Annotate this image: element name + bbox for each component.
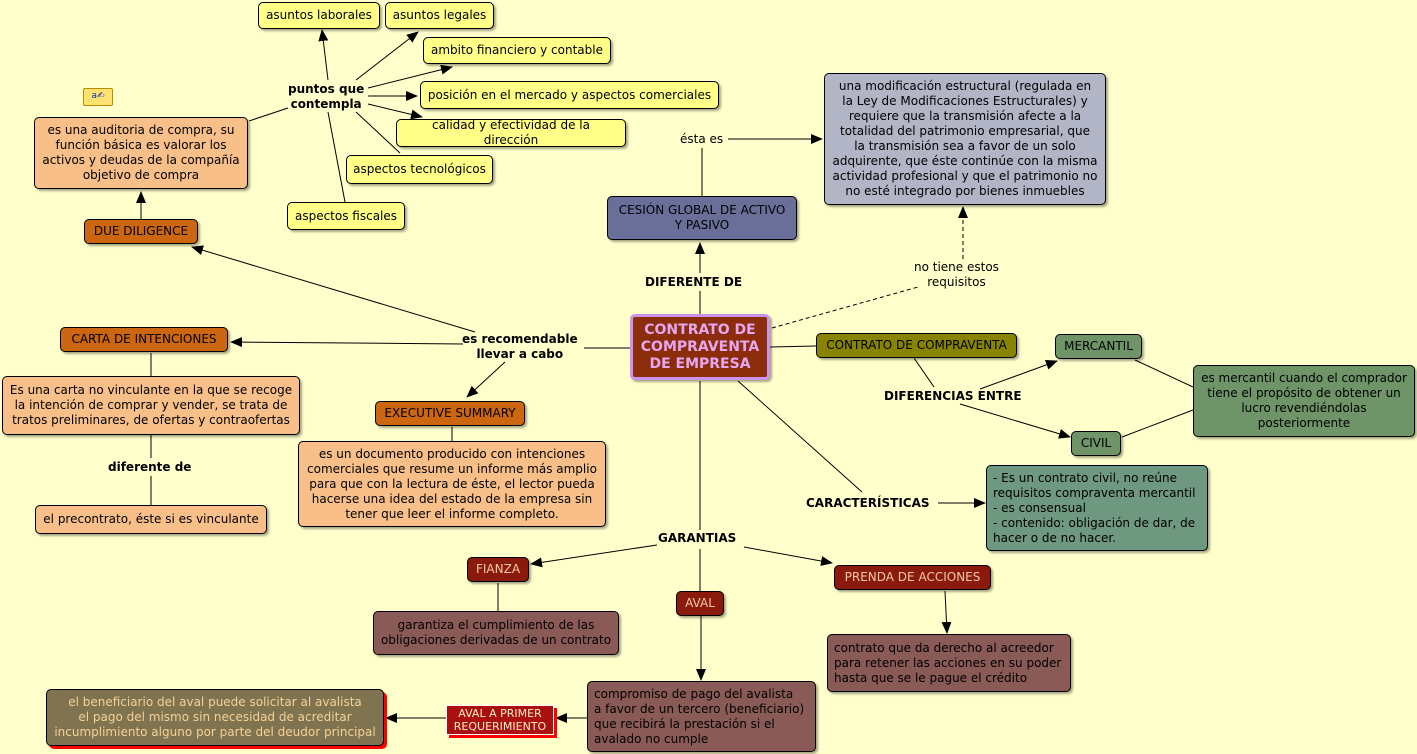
concept-prenda-acciones[interactable]: PRENDA DE ACCIONES [834, 565, 991, 590]
concept-prenda-descripcion[interactable]: contrato que da derecho al acreedor para… [827, 634, 1071, 692]
concept-aval-descripcion[interactable]: compromiso de pago del avalista a favor … [587, 681, 816, 752]
concept-posicion-mercado[interactable]: posición en el mercado y aspectos comerc… [420, 81, 719, 109]
concept-mercantil-descripcion[interactable]: es mercantil cuando el comprador tiene e… [1193, 365, 1415, 437]
concept-cesion-global[interactable]: CESIÓN GLOBAL DE ACTIVO Y PASIVO [607, 196, 797, 240]
concept-fianza[interactable]: FIANZA [467, 557, 529, 582]
link-label-puntos-que: puntos que contempla [288, 82, 365, 111]
concept-contrato-compraventa-empresa[interactable]: CONTRATO DE COMPRAVENTA DE EMPRESA [630, 314, 770, 380]
concept-auditoria[interactable]: es una auditoria de compra, su función b… [34, 117, 248, 189]
link-label-es-recomendable: es recomendable llevar a cabo [462, 332, 578, 361]
concept-aval-primer-requerimiento[interactable]: AVAL A PRIMER REQUERIMIENTO [446, 705, 554, 735]
concept-aspectos-fiscales[interactable]: aspectos fiscales [287, 202, 405, 230]
link-label-no-tiene: no tiene estos requisitos [914, 260, 999, 289]
concept-asuntos-laborales[interactable]: asuntos laborales [258, 2, 380, 29]
concept-contrato-compraventa[interactable]: CONTRATO DE COMPRAVENTA [816, 333, 1017, 358]
concept-beneficiario[interactable]: el beneficiario del aval puede solicitar… [46, 689, 384, 746]
concept-aval[interactable]: AVAL [676, 591, 724, 616]
concept-calidad-direccion[interactable]: calidad y efectividad de la dirección [396, 118, 626, 147]
concept-precontrato[interactable]: el precontrato, éste si es vinculante [35, 505, 267, 534]
concept-caracteristicas-descripcion[interactable]: - Es un contrato civil, no reúne requisi… [986, 465, 1208, 551]
link-label-garantias: GARANTIAS [658, 531, 737, 545]
concept-executive-descripcion[interactable]: es un documento producido con intencione… [298, 441, 606, 527]
concept-fianza-descripcion[interactable]: garantiza el cumplimiento de las obligac… [373, 611, 619, 655]
concept-aspectos-tecnologicos[interactable]: aspectos tecnológicos [346, 155, 493, 184]
concept-civil[interactable]: CIVIL [1071, 431, 1121, 456]
concept-modificacion-estructural[interactable]: una modificación estructural (regulada e… [824, 73, 1106, 205]
note-icon[interactable]: a✍ [83, 88, 113, 106]
concept-asuntos-legales[interactable]: asuntos legales [385, 2, 494, 29]
concept-carta-descripcion[interactable]: Es una carta no vinculante en la que se … [2, 376, 300, 435]
link-label-diferencias-entre: DIFERENCIAS ENTRE [884, 389, 1022, 403]
link-label-caracteristicas: CARACTERÍSTICAS [806, 496, 930, 510]
link-label-esta-es: ésta es [680, 132, 724, 146]
concept-ambito-financiero[interactable]: ambito financiero y contable [423, 37, 611, 64]
concept-due-diligence[interactable]: DUE DILIGENCE [84, 219, 198, 244]
concept-mercantil[interactable]: MERCANTIL [1055, 334, 1142, 359]
concept-carta-intenciones[interactable]: CARTA DE INTENCIONES [60, 327, 228, 352]
link-label-diferente-de-2: diferente de [108, 460, 192, 474]
concept-executive-summary[interactable]: EXECUTIVE SUMMARY [375, 401, 525, 426]
link-label-diferente-de: DIFERENTE DE [645, 275, 743, 289]
